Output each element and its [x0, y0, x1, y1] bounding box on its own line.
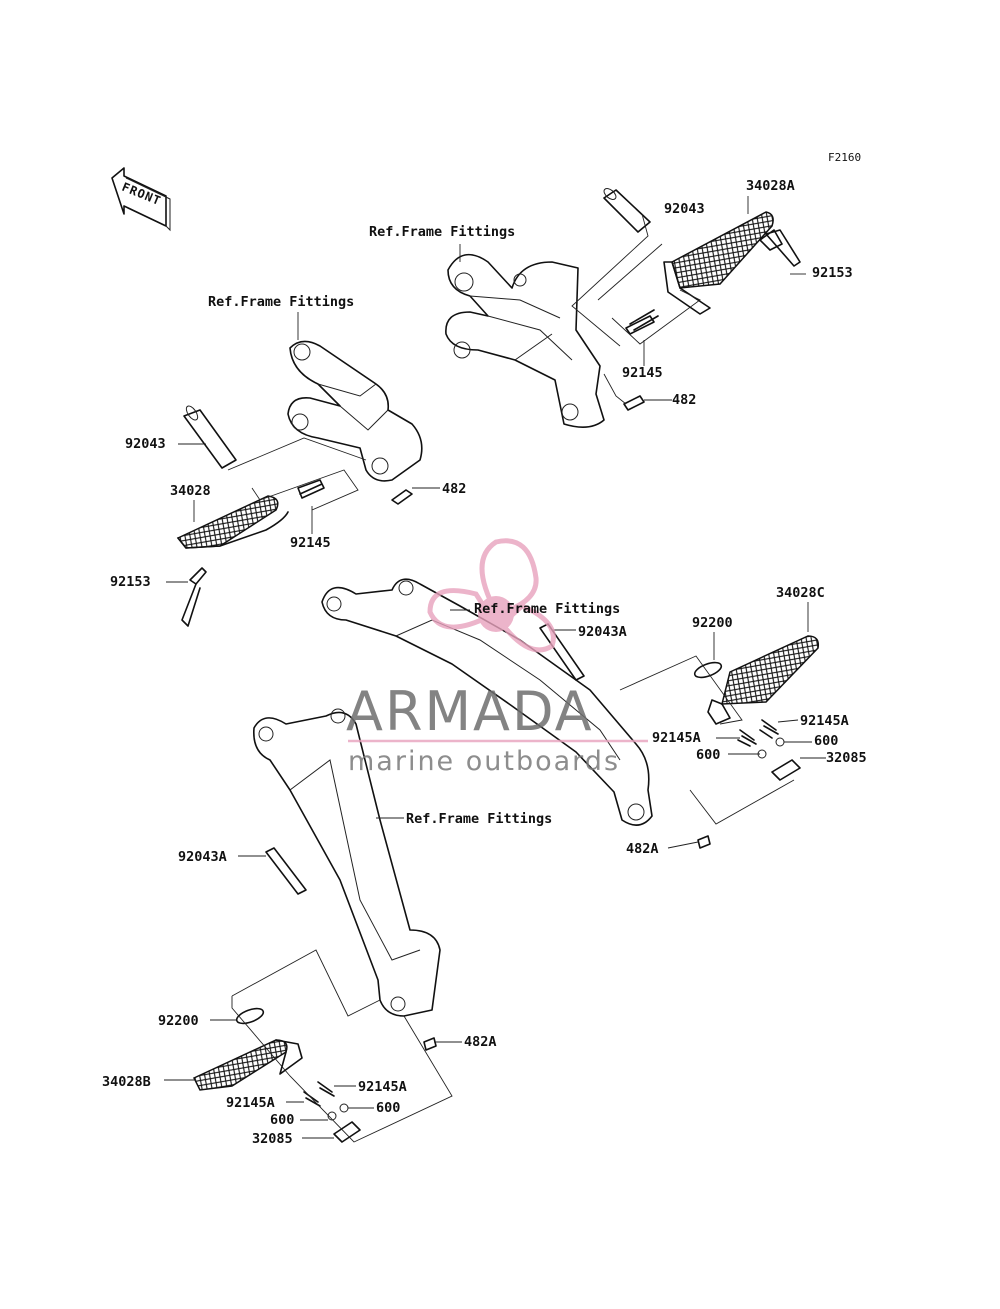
label-ref-frame-right: Ref.Frame Fittings	[474, 601, 620, 617]
label-32085-bottom: 32085	[252, 1131, 293, 1147]
ball-600-right-1	[775, 737, 785, 747]
spring-92145A-right-2	[737, 729, 757, 747]
clip-482-top	[623, 395, 645, 411]
label-600-bottom-1: 600	[376, 1100, 400, 1116]
bracket-top-right	[445, 253, 605, 428]
label-92153-left: 92153	[110, 574, 151, 590]
label-600-right-2: 600	[696, 747, 720, 763]
leader-lines	[164, 196, 826, 1143]
spring-92145-left	[297, 479, 325, 499]
spring-92145A-bottom-1	[317, 1081, 335, 1097]
label-92043-left: 92043	[125, 436, 166, 452]
label-92145-left: 92145	[290, 535, 331, 551]
front-arrow-icon: FRONT	[111, 167, 171, 232]
label-34028C: 34028C	[776, 585, 825, 601]
label-482A-bottom: 482A	[464, 1034, 497, 1050]
spring-92145A-right-1	[759, 719, 779, 739]
washer-92200-right	[693, 661, 723, 679]
peg-pin-92043-left	[183, 405, 237, 469]
ball-600-bottom-2	[327, 1111, 337, 1121]
label-92043-top: 92043	[664, 201, 705, 217]
footpeg-34028C	[707, 635, 820, 725]
watermark-title: ARMADA	[346, 680, 594, 743]
label-ref-frame-left: Ref.Frame Fittings	[208, 294, 354, 310]
label-92145A-bottom-2: 92145A	[226, 1095, 275, 1111]
spring-92145-top	[625, 309, 659, 335]
label-92145A-right-2: 92145A	[652, 730, 701, 746]
pin-92043A-top	[539, 623, 585, 681]
clip-482A-bottom	[423, 1037, 437, 1051]
label-ref-frame-top: Ref.Frame Fittings	[369, 224, 515, 240]
bolt-92153-right	[759, 229, 801, 267]
bracket-right-passenger	[321, 578, 653, 826]
label-34028A: 34028A	[746, 178, 795, 194]
label-92145A-right-1: 92145A	[800, 713, 849, 729]
label-600-right-1: 600	[814, 733, 838, 749]
figure-code: F2160	[828, 151, 861, 164]
clip-482A-right	[697, 835, 711, 849]
label-482-top: 482	[672, 392, 696, 408]
label-92153-right: 92153	[812, 265, 853, 281]
bracket-left-passenger	[253, 708, 441, 1017]
clip-482-left	[391, 489, 413, 505]
washer-92200-bottom	[235, 1007, 265, 1025]
label-32085-right: 32085	[826, 750, 867, 766]
label-92145A-bottom-1: 92145A	[358, 1079, 407, 1095]
label-482-left: 482	[442, 481, 466, 497]
footpeg-34028B	[192, 1039, 303, 1091]
ball-600-bottom-1	[339, 1103, 349, 1113]
label-482A-right: 482A	[626, 841, 659, 857]
pin-92043A-bottom	[265, 847, 307, 895]
label-34028B: 34028B	[102, 1074, 151, 1090]
footpeg-34028	[176, 495, 289, 549]
bracket-left	[287, 340, 423, 482]
peg-pin-92043-top	[603, 188, 651, 233]
footpeg-34028A	[663, 211, 774, 315]
watermark-subtitle: marine outboards	[348, 746, 620, 777]
label-92200-right: 92200	[692, 615, 733, 631]
bolt-92153-left	[181, 567, 207, 627]
label-ref-frame-bottom: Ref.Frame Fittings	[406, 811, 552, 827]
label-92200-bottom: 92200	[158, 1013, 199, 1029]
label-34028: 34028	[170, 483, 211, 499]
label-92043A-top: 92043A	[578, 624, 627, 640]
label-600-bottom-2: 600	[270, 1112, 294, 1128]
label-92145-top: 92145	[622, 365, 663, 381]
plate-32085-bottom	[333, 1121, 361, 1143]
label-92043A-bottom: 92043A	[178, 849, 227, 865]
plate-32085-right	[771, 759, 801, 781]
watermark-logo-icon	[427, 538, 556, 653]
